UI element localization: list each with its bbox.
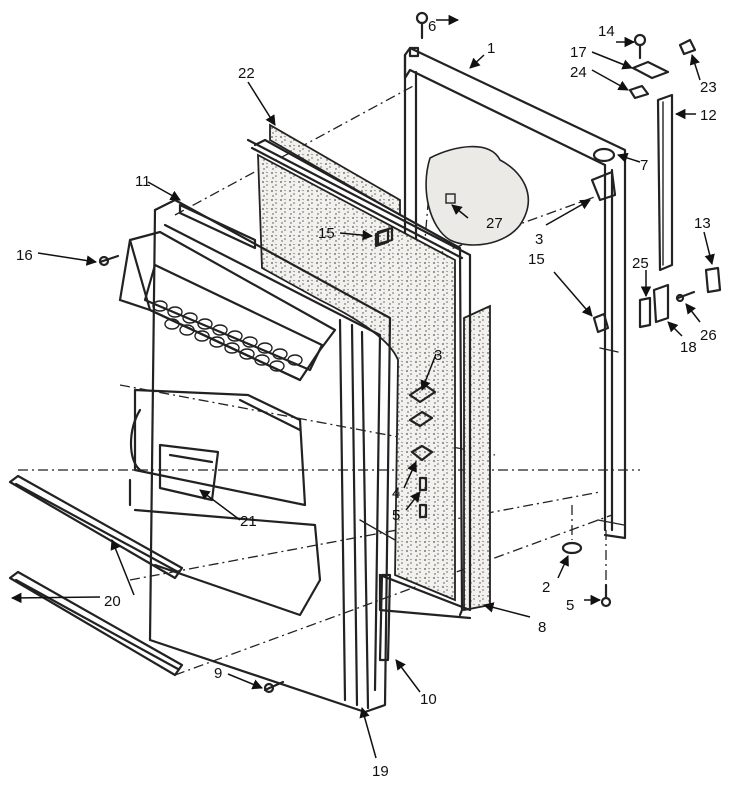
liner-hardware <box>376 226 437 519</box>
callout-23: 23 <box>700 79 717 96</box>
hinge-parts <box>98 11 722 694</box>
egg-cups <box>152 300 303 372</box>
callout-18: 18 <box>680 339 697 356</box>
gasket-strip <box>378 573 392 662</box>
callout-22: 22 <box>238 65 255 82</box>
callout-3-center: 3 <box>434 347 442 364</box>
callout-9: 9 <box>214 665 222 682</box>
callout-5-right: 5 <box>566 597 574 614</box>
callout-8: 8 <box>538 619 546 636</box>
callout-16: 16 <box>16 247 33 264</box>
callout-4: 4 <box>392 485 400 502</box>
callout-13: 13 <box>694 215 711 232</box>
inner-door-panel <box>148 198 392 714</box>
callout-15-right: 15 <box>528 251 545 268</box>
callout-17: 17 <box>570 44 587 61</box>
alignment-lines <box>18 84 640 676</box>
callout-19: 19 <box>372 763 389 780</box>
callout-3-right: 3 <box>535 231 543 248</box>
callout-26: 26 <box>700 327 717 344</box>
callout-1: 1 <box>487 40 495 57</box>
callout-6: 6 <box>428 18 436 35</box>
callout-15-left: 15 <box>318 225 335 242</box>
callout-2: 2 <box>542 579 550 596</box>
leader-lines <box>10 14 715 759</box>
callout-5-center: 5 <box>392 507 400 524</box>
callout-11: 11 <box>135 173 151 190</box>
foam-cutout <box>425 145 530 246</box>
callout-14: 14 <box>598 23 615 40</box>
outer-door-frame <box>403 46 627 540</box>
callout-24: 24 <box>570 64 587 81</box>
door-shelf-tray <box>118 230 337 617</box>
callout-labels: 6 1 22 11 16 15 27 3 15 3 4 5 14 17 24 2… <box>16 18 717 780</box>
trim-rod <box>178 203 257 250</box>
callout-25: 25 <box>632 255 649 272</box>
callout-12: 12 <box>700 107 717 124</box>
callout-21: 21 <box>240 513 257 530</box>
callout-20: 20 <box>104 593 121 610</box>
door-gasket <box>253 123 464 617</box>
foam-liner <box>246 138 491 620</box>
callout-10: 10 <box>420 691 437 708</box>
callout-7: 7 <box>640 157 648 174</box>
callout-27: 27 <box>486 215 503 232</box>
